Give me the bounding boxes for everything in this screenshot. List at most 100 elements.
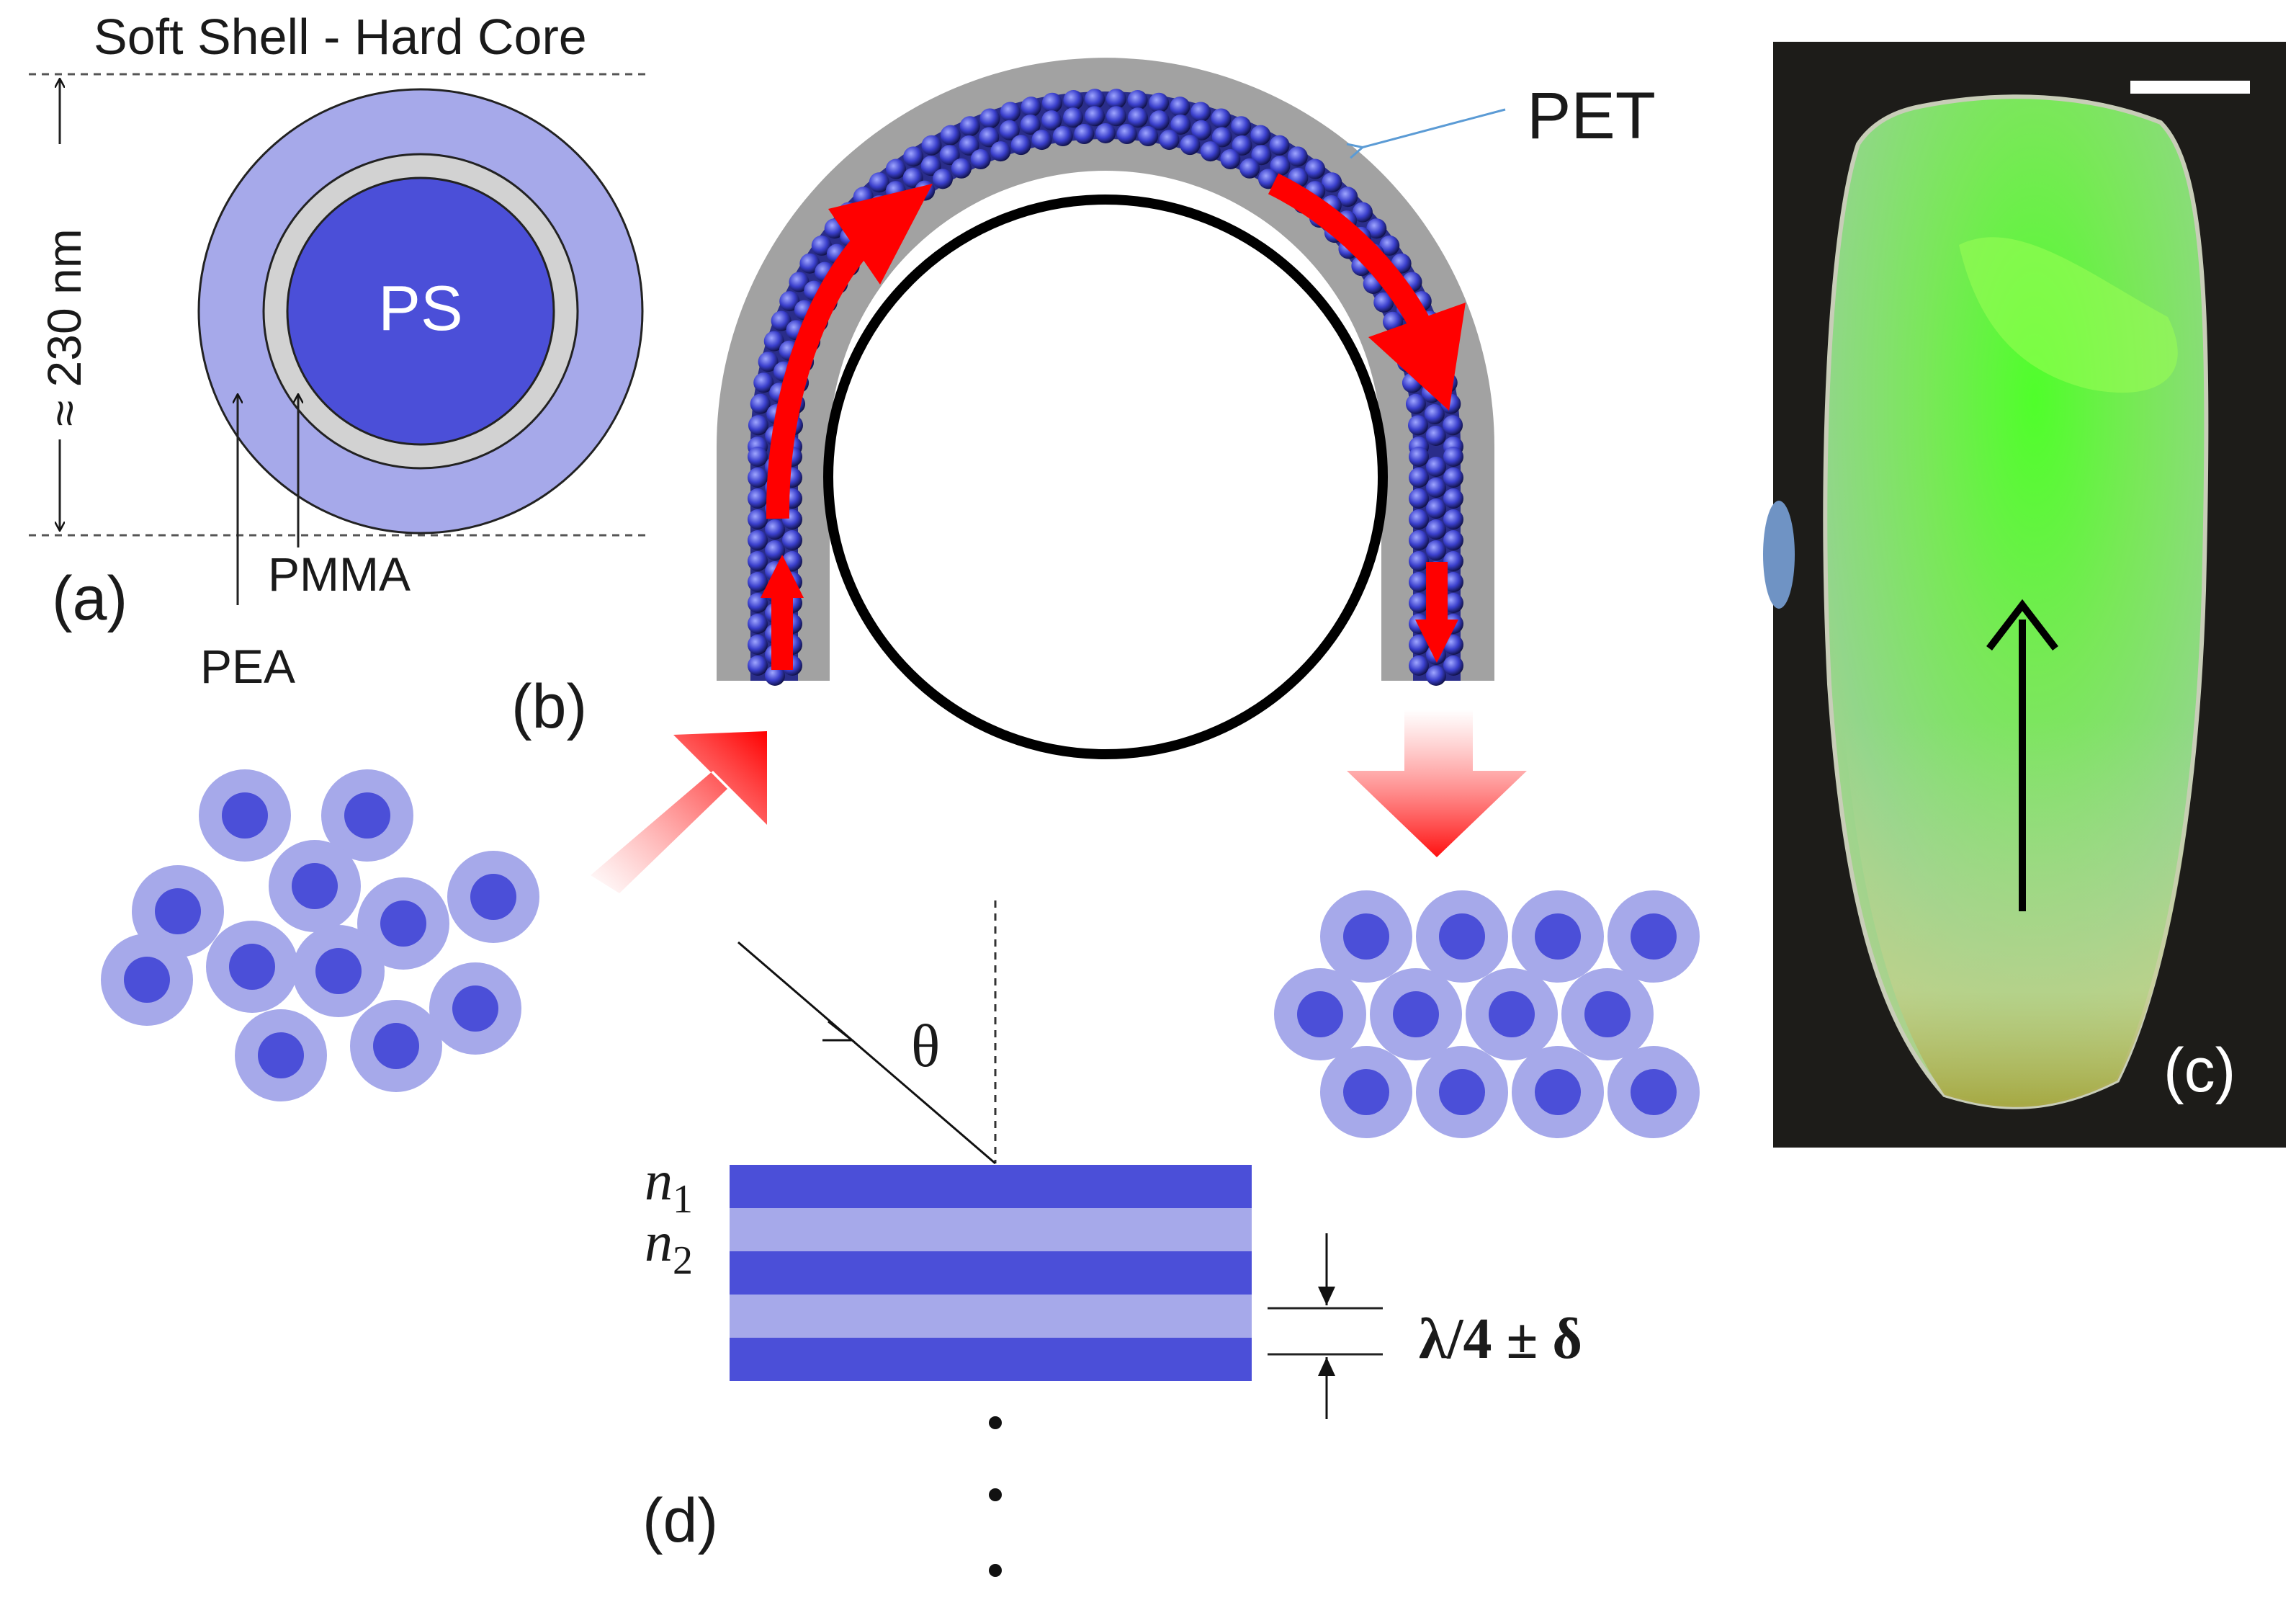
particle-bead: [951, 158, 972, 179]
disordered-particle-core: [258, 1032, 304, 1078]
particle-bead: [869, 172, 889, 193]
panel-a: Soft Shell - Hard Core ≈ 230 nm PS PMMA …: [29, 9, 648, 693]
ordered-particle-core: [1343, 1069, 1389, 1115]
flow-arrow-left-curve: [766, 218, 887, 519]
particle-bead: [1443, 447, 1463, 467]
particle-bead: [1443, 656, 1463, 676]
particle-bead: [1149, 110, 1170, 131]
particle-bead: [799, 253, 820, 274]
particle-bead: [753, 372, 774, 393]
particle-bead: [1409, 635, 1429, 655]
incident-ray: [737, 941, 996, 1165]
panel-c: (c): [1763, 42, 2286, 1148]
particle-bead: [1426, 519, 1446, 540]
particle-bead: [1409, 572, 1429, 592]
ordered-particle-core: [1439, 913, 1485, 960]
particle-bead: [1409, 488, 1429, 509]
particle-bead: [1159, 130, 1180, 151]
particle-bead: [1424, 404, 1445, 425]
disordered-particle-core: [452, 985, 498, 1032]
particle-bead: [1426, 457, 1446, 477]
particle-bead: [1409, 447, 1429, 467]
core-label: PS: [378, 272, 462, 344]
particle-bead: [1426, 666, 1446, 686]
disordered-particle-core: [373, 1023, 419, 1069]
ordered-particle-core: [1439, 1069, 1485, 1115]
particle-bead: [990, 141, 1011, 162]
particle-bead: [1443, 530, 1463, 550]
spacing-label: λ/4 ± δ: [1419, 1307, 1582, 1371]
particle-bead: [1426, 478, 1446, 498]
pet-label: PET: [1527, 79, 1656, 153]
disordered-particle-core: [470, 874, 516, 920]
particle-bead: [748, 656, 768, 676]
panel-b: PET (b): [101, 58, 1700, 1138]
spacing-arrowhead-top: [1318, 1287, 1335, 1305]
disordered-particle-core: [155, 888, 201, 934]
layer-n1-3: [730, 1338, 1252, 1381]
ordered-particle-core: [1489, 991, 1535, 1037]
particle-bead: [1138, 126, 1159, 147]
particle-bead: [921, 135, 942, 156]
particle-bead: [1443, 468, 1463, 488]
particle-bead: [1200, 141, 1221, 162]
particle-bead: [1211, 108, 1232, 129]
particle-bead: [1443, 551, 1463, 571]
particle-bead: [1366, 218, 1387, 239]
particle-bead: [1127, 90, 1148, 111]
layer-n1-2: [730, 1251, 1252, 1295]
particle-bead: [748, 635, 768, 655]
diameter-label: ≈ 230 nm: [37, 228, 91, 426]
angle-label: θ: [911, 1013, 940, 1080]
particle-bead: [1270, 156, 1291, 176]
disordered-particle-core: [315, 948, 362, 994]
panel-d: θ n1 n2 λ/4 ± δ (d): [642, 900, 1582, 1577]
particle-bead: [763, 331, 784, 352]
panel-c-label: (c): [2163, 1036, 2236, 1105]
particle-bead: [1021, 97, 1041, 117]
particle-bead: [1287, 146, 1308, 167]
particle-bead: [779, 291, 800, 312]
particle-bead: [1443, 509, 1463, 529]
particle-bead: [750, 393, 771, 414]
particle-bead: [885, 158, 906, 179]
particle-bead: [932, 169, 953, 189]
particle-bead: [903, 146, 924, 167]
particle-bead: [789, 272, 810, 292]
particle-bead: [748, 447, 768, 467]
ordered-particle-core: [1393, 991, 1439, 1037]
disordered-particle-core: [124, 957, 170, 1003]
particle-bead: [748, 488, 768, 509]
particle-bead: [1269, 135, 1290, 156]
particle-bead: [1443, 593, 1463, 613]
particle-bead: [1305, 158, 1326, 179]
particle-bead: [1063, 107, 1084, 128]
particle-bead: [959, 135, 979, 156]
particle-bead: [940, 125, 961, 146]
particle-bead: [959, 116, 980, 137]
particle-bead: [1220, 149, 1241, 170]
particle-bead: [1231, 116, 1252, 137]
particle-bead: [1084, 106, 1105, 127]
bright-patch: [1959, 237, 2178, 393]
particle-bead: [1251, 145, 1272, 166]
particle-bead: [1352, 202, 1373, 223]
particle-bead: [902, 167, 923, 188]
particle-bead: [1250, 125, 1271, 146]
flow-arrow-left-up-head: [761, 555, 804, 598]
disordered-particles: [101, 769, 539, 1101]
particle-bead: [1232, 135, 1252, 156]
layer-n2-1: [730, 1208, 1252, 1251]
roller: [823, 195, 1388, 759]
particle-bead: [1409, 509, 1429, 529]
particle-bead: [748, 551, 768, 571]
panel-b-label: (b): [511, 672, 587, 741]
particle-bead: [1443, 488, 1463, 509]
input-arrow: [591, 731, 767, 893]
blue-reflection: [1763, 501, 1795, 609]
particle-bead: [811, 235, 832, 256]
particle-bead: [939, 145, 960, 166]
particle-bead: [1085, 89, 1106, 109]
disordered-particle-core: [229, 944, 275, 990]
particle-bead: [979, 127, 1000, 148]
